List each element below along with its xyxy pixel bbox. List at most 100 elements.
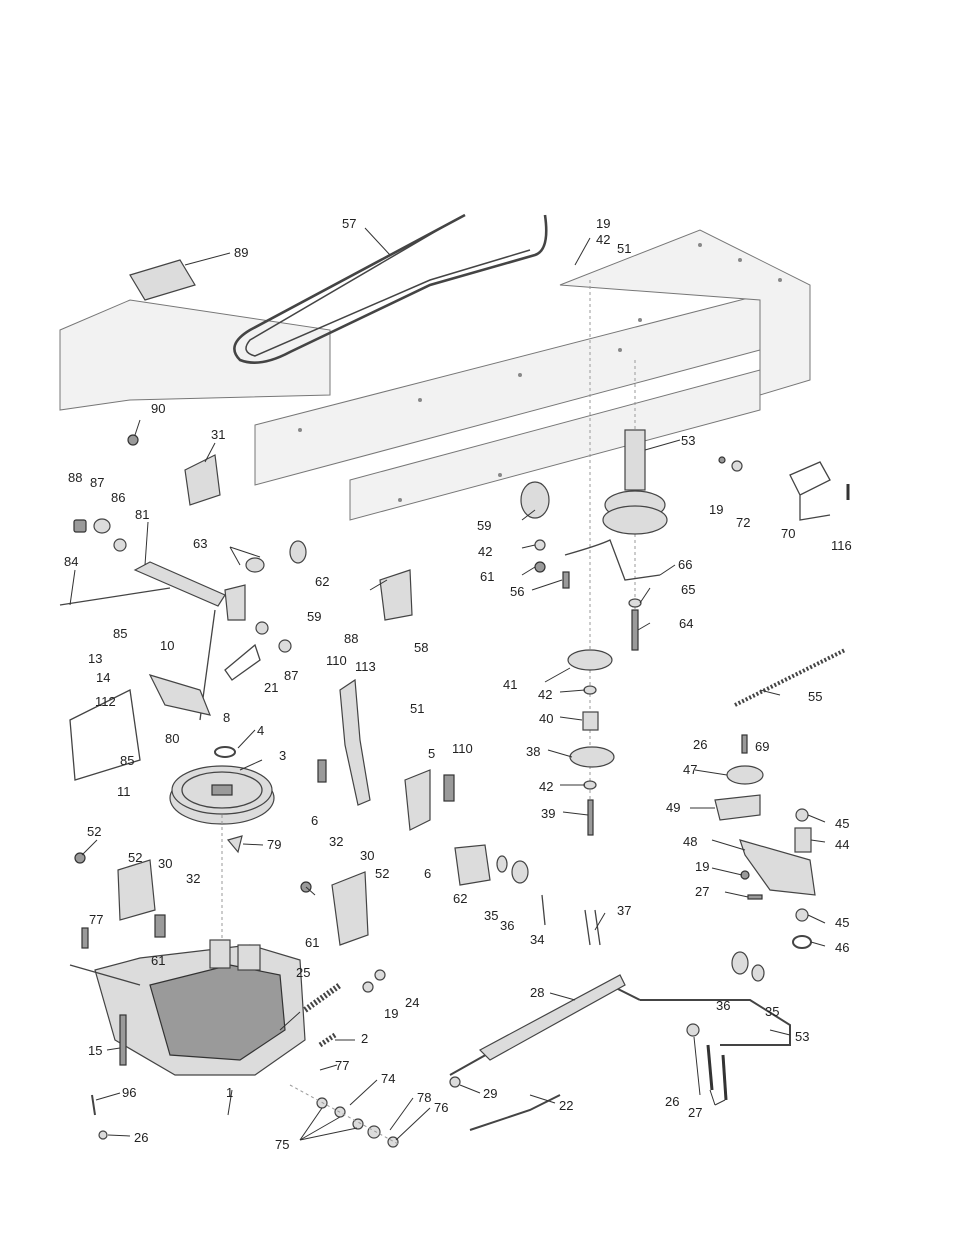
callout: 19 bbox=[695, 859, 709, 874]
part-65-washer bbox=[628, 598, 642, 608]
callout: 55 bbox=[808, 689, 822, 704]
callout: 96 bbox=[122, 1085, 136, 1100]
part-36-washer bbox=[511, 860, 529, 884]
callout: 78 bbox=[417, 1090, 431, 1105]
brake-lever-assembly bbox=[59, 518, 246, 781]
callout: 45 bbox=[835, 915, 849, 930]
leader-lines bbox=[69, 227, 826, 1141]
part-19-nut bbox=[362, 981, 374, 993]
callout: 42 bbox=[539, 779, 553, 794]
callout: 61 bbox=[305, 935, 319, 950]
callout: 85 bbox=[120, 753, 134, 768]
part-27-bolt-b bbox=[721, 1054, 728, 1101]
callout: 79 bbox=[267, 837, 281, 852]
part-75-washer-c bbox=[352, 1118, 364, 1130]
callout: 19 bbox=[596, 216, 610, 231]
part-38-pulley bbox=[569, 746, 615, 768]
callout: 90 bbox=[151, 401, 165, 416]
callout: 51 bbox=[617, 241, 631, 256]
callout: 10 bbox=[160, 638, 174, 653]
part-35-washer bbox=[496, 855, 508, 873]
callout: 52 bbox=[375, 866, 389, 881]
callout: 88 bbox=[68, 470, 82, 485]
tractor-frame bbox=[59, 229, 811, 521]
callout: 31 bbox=[211, 427, 225, 442]
callout: 53 bbox=[681, 433, 695, 448]
callout: 30 bbox=[360, 848, 374, 863]
idler-arm-assembly bbox=[714, 734, 816, 949]
part-3-drive-pulley bbox=[169, 746, 275, 960]
part-24-washer bbox=[374, 969, 386, 981]
part-113-bracket bbox=[339, 678, 371, 806]
callout: 66 bbox=[678, 557, 692, 572]
callout: 2 bbox=[361, 1031, 368, 1046]
part-27-bolt-a bbox=[706, 1044, 714, 1091]
callout: 76 bbox=[434, 1100, 448, 1115]
callout: 86 bbox=[111, 490, 125, 505]
callout: 84 bbox=[64, 554, 78, 569]
part-30-bracket-left bbox=[117, 859, 156, 921]
callout: 35 bbox=[484, 908, 498, 923]
callout: 110 bbox=[452, 741, 473, 756]
part-34-pin bbox=[541, 894, 546, 926]
part-88-nut bbox=[278, 639, 292, 653]
part-37-clip bbox=[584, 909, 601, 946]
callout: 32 bbox=[186, 871, 200, 886]
part-72-washer bbox=[731, 460, 743, 472]
part-36-washer-bottom bbox=[731, 951, 749, 975]
callout: 52 bbox=[128, 850, 142, 865]
callout: 32 bbox=[329, 834, 343, 849]
callout: 25 bbox=[296, 965, 310, 980]
callout: 24 bbox=[405, 995, 419, 1010]
callout: 36 bbox=[716, 998, 730, 1013]
part-35-washer-bottom bbox=[751, 964, 765, 982]
part-62-bushing bbox=[289, 540, 307, 564]
callout: 44 bbox=[835, 837, 849, 852]
callout: 13 bbox=[88, 651, 102, 666]
part-74-bushing bbox=[367, 1125, 381, 1139]
callout: 5 bbox=[428, 746, 435, 761]
callout: 41 bbox=[503, 677, 517, 692]
part-39-bolt bbox=[587, 799, 594, 836]
callout: 38 bbox=[526, 744, 540, 759]
part-62-sleeve bbox=[454, 844, 491, 886]
callout: 65 bbox=[681, 582, 695, 597]
part-53-rod bbox=[640, 999, 791, 1046]
part-5-bracket bbox=[404, 769, 431, 831]
callout: 6 bbox=[424, 866, 431, 881]
callout: 36 bbox=[500, 918, 514, 933]
part-6-spring bbox=[317, 759, 327, 783]
callout: 72 bbox=[736, 515, 750, 530]
callout: 42 bbox=[538, 687, 552, 702]
callout: 58 bbox=[414, 640, 428, 655]
part-57-drive-belt-inner bbox=[245, 219, 531, 357]
callout: 52 bbox=[87, 824, 101, 839]
callout: 26 bbox=[665, 1094, 679, 1109]
callout: 75 bbox=[275, 1137, 289, 1152]
part-61-bolt bbox=[154, 914, 166, 938]
part-42-washer bbox=[534, 539, 546, 551]
callout: 59 bbox=[477, 518, 491, 533]
callout: 116 bbox=[831, 538, 852, 553]
part-61-nut bbox=[534, 561, 546, 573]
part-1-transaxle bbox=[69, 939, 306, 1076]
part-30-bracket-right bbox=[331, 871, 369, 946]
callout: 87 bbox=[284, 668, 298, 683]
part-58-bracket bbox=[379, 569, 413, 621]
part-59-plate bbox=[520, 481, 550, 519]
callout: 45 bbox=[835, 816, 849, 831]
callout: 112 bbox=[95, 694, 116, 709]
callout-labels: 89 57 19 42 51 90 31 88 87 86 81 63 62 8… bbox=[64, 216, 852, 1152]
part-55-spring bbox=[734, 648, 846, 707]
callout: 64 bbox=[679, 616, 693, 631]
callout: 3 bbox=[279, 748, 286, 763]
part-63-washer bbox=[245, 557, 265, 573]
callout: 8 bbox=[223, 710, 230, 725]
part-90-nut bbox=[127, 434, 139, 446]
callout: 63 bbox=[193, 536, 207, 551]
callout: 80 bbox=[165, 731, 179, 746]
callout: 61 bbox=[151, 953, 165, 968]
part-57-drive-belt bbox=[233, 213, 548, 364]
part-79-key bbox=[226, 835, 243, 854]
